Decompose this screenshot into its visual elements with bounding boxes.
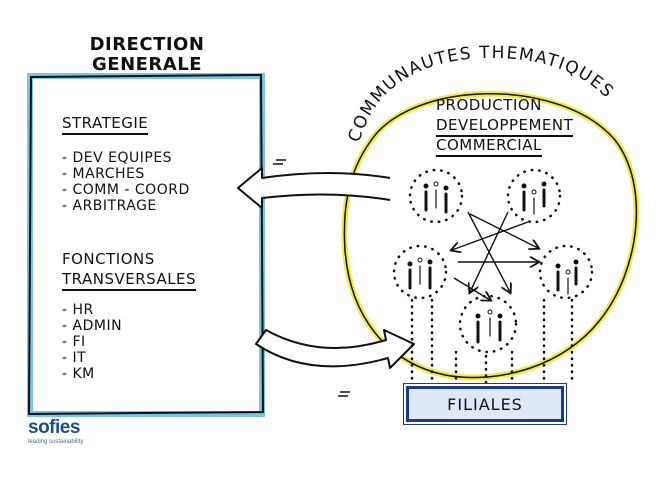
direction-title: DIRECTION GENERALE (89, 34, 205, 75)
filiales-label: FILIALES (447, 394, 523, 414)
strategie-list-item: - MARCHES (62, 166, 145, 182)
community-groups (392, 168, 594, 354)
activity-commercial: COMMERCIAL (436, 138, 542, 157)
fonctions-list-item: - KM (62, 366, 95, 382)
arrow-right-to-communities (255, 329, 415, 397)
logo-name: sofies (28, 417, 80, 438)
fonctions-heading-line2: TRANSVERSALES (62, 272, 197, 291)
fonctions-list-item: - ADMIN (62, 318, 123, 334)
filiales-links (410, 298, 574, 386)
strategie-list-item: - ARBITRAGE (62, 198, 157, 214)
activity-developpement: DEVELOPPEMENT (436, 118, 574, 137)
fonctions-list-item: - FI (62, 334, 86, 350)
strategie-list-item: - DEV EQUIPES (62, 150, 173, 166)
activity-production: PRODUCTION (436, 96, 542, 114)
strategie-list-item: - COMM - COORD (62, 182, 190, 198)
communities-circle (341, 90, 640, 381)
strategie-heading: STRATEGIE (62, 116, 149, 135)
fonctions-list: - HR- ADMIN- FI- IT- KM (62, 302, 122, 382)
sofies-logo: sofies leading sustainability (28, 418, 83, 445)
fonctions-list-item: - IT (62, 350, 87, 366)
arrow-left-to-direction (237, 159, 391, 209)
fonctions-list-item: - HR (62, 302, 94, 318)
exchange-arrows (452, 211, 538, 300)
filiales-box: FILIALES (403, 383, 567, 425)
strategie-list: - DEV EQUIPES- MARCHES- COMM - COORD- AR… (62, 150, 190, 214)
logo-tagline: leading sustainability (28, 439, 84, 445)
direction-generale-box (27, 73, 265, 417)
fonctions-heading-line1: FONCTIONS (62, 250, 155, 268)
